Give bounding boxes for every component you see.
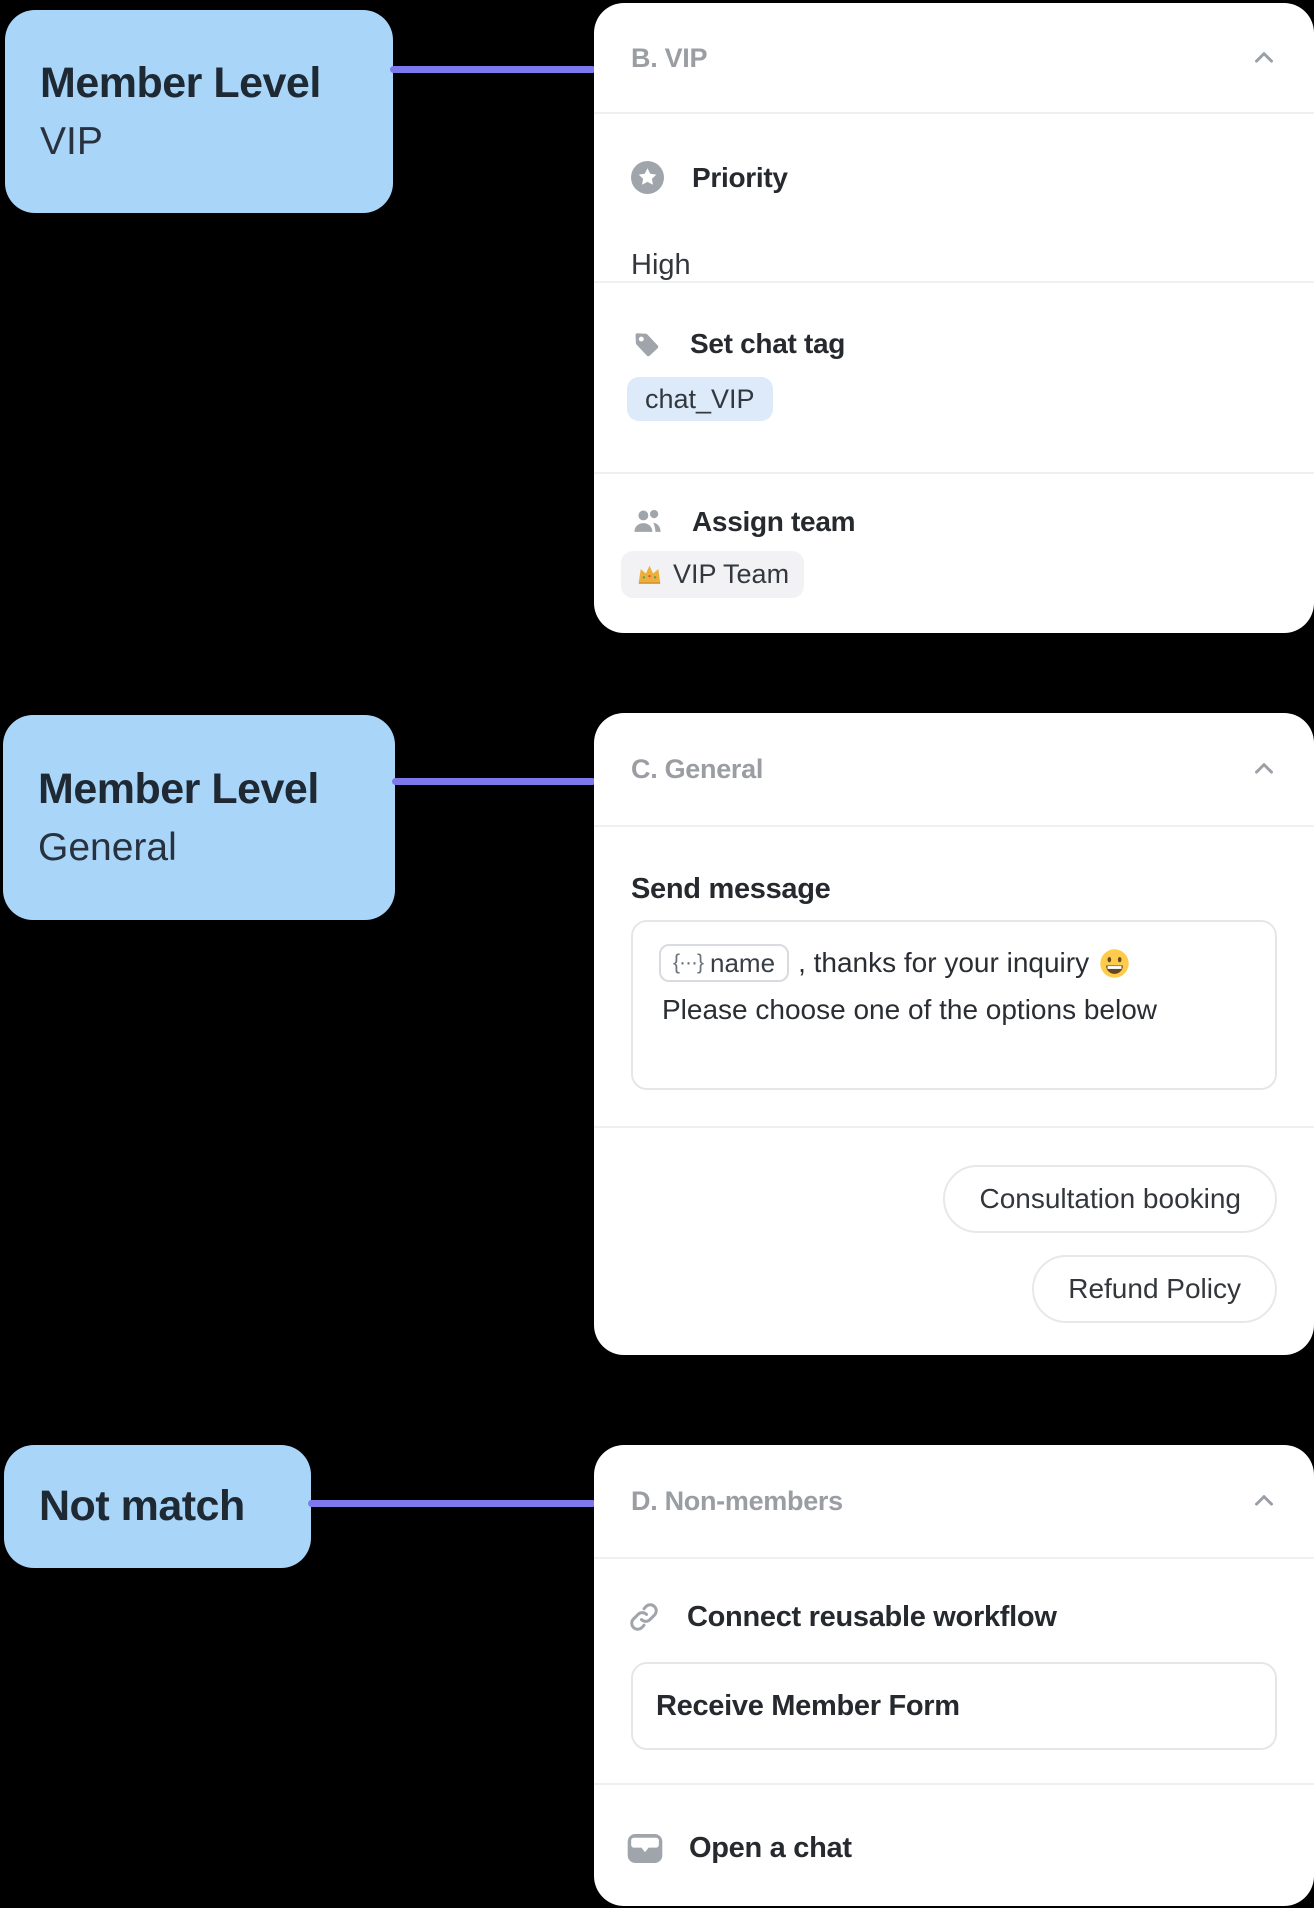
- send-message-row: Send message: [631, 873, 831, 906]
- link-icon: [630, 1603, 658, 1631]
- open-chat-label: Open a chat: [689, 1832, 852, 1864]
- send-message-label: Send message: [631, 873, 831, 905]
- connector-line: [308, 1500, 596, 1507]
- card-header: C. General: [631, 713, 1279, 825]
- divider: [594, 1557, 1314, 1559]
- divider: [594, 1126, 1314, 1128]
- assign-team-row: Assign team: [631, 505, 856, 538]
- connector-line: [392, 778, 596, 785]
- assign-team-label: Assign team: [692, 505, 856, 537]
- chevron-up-icon[interactable]: [1249, 43, 1279, 73]
- divider: [594, 281, 1314, 283]
- message-editor[interactable]: {···} name , thanks for your inquiry Ple…: [631, 920, 1277, 1090]
- chevron-up-icon[interactable]: [1249, 1486, 1279, 1516]
- priority-label: Priority: [692, 161, 788, 193]
- variable-braces-icon: {···}: [673, 951, 704, 974]
- card-title: D. Non-members: [631, 1485, 843, 1516]
- card-d-non-members: D. Non-members Connect reusable workflow…: [594, 1445, 1314, 1906]
- priority-row: Priority: [631, 161, 788, 194]
- message-text: , thanks for your inquiry: [798, 947, 1090, 978]
- team-chip[interactable]: VIP Team: [621, 551, 805, 598]
- variable-token-chip[interactable]: {···} name: [659, 944, 790, 982]
- divider: [594, 112, 1314, 114]
- workflow-name: Receive Member Form: [656, 1689, 960, 1722]
- card-title: C. General: [631, 753, 764, 784]
- star-priority-icon: [631, 161, 664, 194]
- team-people-icon: [634, 509, 661, 532]
- quick-reply-label: Consultation booking: [979, 1183, 1241, 1214]
- divider: [594, 1783, 1314, 1785]
- grinning-emoji-icon: [1100, 948, 1129, 978]
- card-title: B. VIP: [631, 42, 708, 73]
- tag-icon: [635, 332, 659, 356]
- chat-tag-value: chat_VIP: [645, 383, 755, 414]
- connect-workflow-label: Connect reusable workflow: [687, 1600, 1057, 1633]
- connect-workflow-row: Connect reusable workflow: [627, 1600, 1057, 1634]
- chat-tag-chip[interactable]: chat_VIP: [627, 377, 773, 421]
- quick-reply-refund-policy[interactable]: Refund Policy: [1032, 1255, 1277, 1323]
- flow-node-member-level-vip[interactable]: Member Level VIP: [5, 10, 393, 213]
- crown-emoji-icon: [638, 565, 661, 584]
- chat-bubble-icon: [627, 1833, 663, 1864]
- flow-node-title: Member Level: [38, 765, 319, 813]
- chevron-up-icon[interactable]: [1249, 754, 1279, 784]
- quick-reply-consultation-booking[interactable]: Consultation booking: [943, 1165, 1277, 1233]
- divider: [594, 825, 1314, 827]
- flow-node-title: Not match: [39, 1482, 245, 1530]
- divider: [594, 472, 1314, 474]
- message-line-1: {···} name , thanks for your inquiry: [659, 944, 1249, 982]
- flow-node-value: VIP: [40, 120, 103, 163]
- variable-token-name: name: [710, 947, 776, 978]
- chat-tag-label: Set chat tag: [690, 328, 846, 359]
- card-c-general: C. General Send message {···} name , tha…: [594, 713, 1314, 1355]
- flow-node-title: Member Level: [40, 59, 321, 107]
- card-header: B. VIP: [631, 3, 1279, 113]
- flow-node-member-level-general[interactable]: Member Level General: [3, 715, 395, 920]
- message-line-2: Please choose one of the options below: [662, 994, 1158, 1025]
- flow-node-value: General: [38, 826, 177, 869]
- card-b-vip: B. VIP Priority High Set chat tag chat_V…: [594, 3, 1314, 633]
- flow-node-not-match[interactable]: Not match: [4, 1445, 311, 1568]
- open-chat-row: Open a chat: [627, 1832, 852, 1865]
- priority-value: High: [631, 249, 691, 281]
- card-header: D. Non-members: [631, 1445, 1279, 1557]
- quick-reply-label: Refund Policy: [1068, 1273, 1241, 1304]
- team-chip-value: VIP Team: [673, 559, 790, 589]
- reusable-workflow-box[interactable]: Receive Member Form: [631, 1662, 1277, 1750]
- chat-tag-row: Set chat tag: [631, 328, 845, 360]
- connector-line: [390, 66, 596, 73]
